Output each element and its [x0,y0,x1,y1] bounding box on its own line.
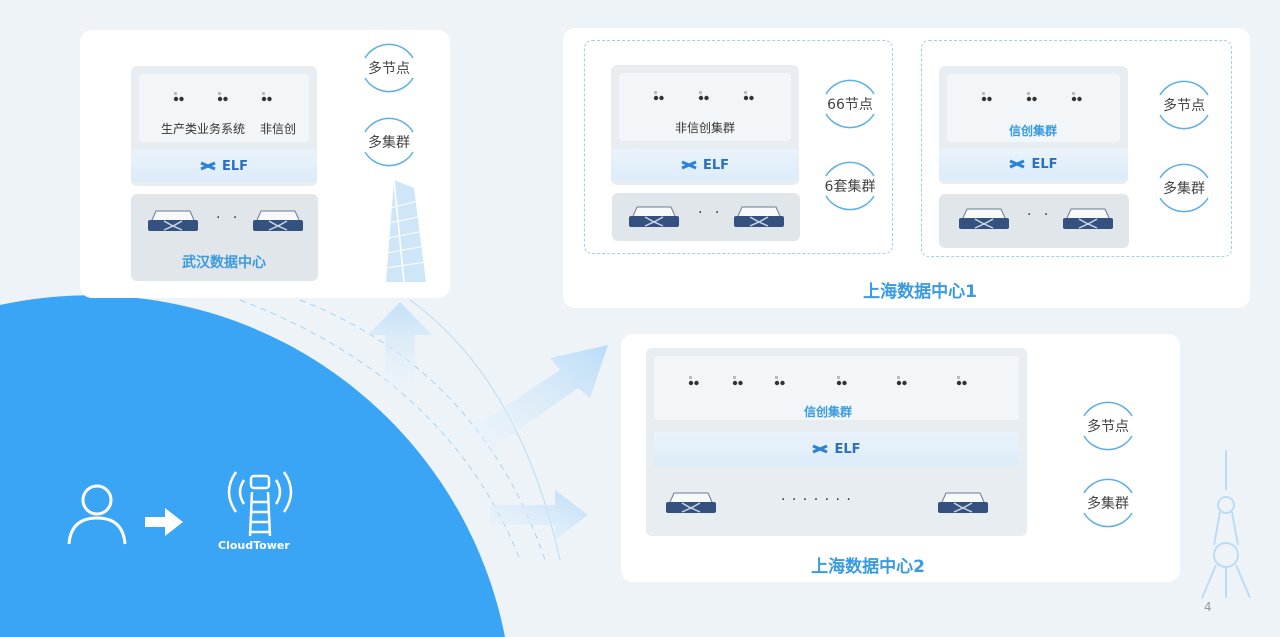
blue-circle [0,295,505,637]
server-icon [251,210,305,232]
cluster-group: 非信创集群 ELF · · 66节点 6套集群 [584,40,893,254]
cluster-box: 信创集群 ELF · · · · · · · [646,348,1027,536]
tv-tower-icon [1201,450,1251,599]
elf-label: ELF [221,158,249,174]
cloudtower-icon [227,471,293,537]
elf-icon [1009,159,1025,169]
arrow-right-icon [145,508,183,536]
app-icon [836,376,848,386]
app-icon [981,92,993,102]
tag-ring: 多集群 [1152,156,1216,220]
server-icon [627,206,681,228]
app-label: 生产类业务系统 [160,122,246,136]
app-icon [261,92,273,102]
server-box: · · 武汉数据中心 [131,194,318,281]
app-box: 非信创集群 ELF [611,65,799,185]
elf-icon [200,161,216,171]
app-icon [732,376,744,386]
elf-band: ELF [654,432,1019,466]
server-box: · · [612,193,800,241]
shanghai-datacenter-2-card: 信创集群 ELF · · · · · · · 上海数据中心2 多节点 多集群 [621,334,1180,582]
app-icon [956,376,968,386]
cluster-label: 信创集群 [1008,124,1058,138]
tag-ring: 多节点 [1152,73,1216,137]
app-icon [688,376,700,386]
tag-ring: 66节点 [818,72,882,136]
tag-ring: 多集群 [357,110,421,174]
server-icon [146,210,200,232]
cluster-group: 信创集群 ELF · · 多节点 多集群 [921,40,1232,257]
cluster-label: 信创集群 [803,405,853,419]
server-icon [936,492,990,514]
datacenter-name: 上海数据中心1 [863,282,977,302]
app-box: 信创集群 ELF [939,66,1128,184]
dots: · · [216,210,242,226]
app-icon [653,91,665,101]
page-number: 4 [1204,600,1212,614]
tag-ring: 6套集群 [818,154,882,218]
elf-label: ELF [1031,156,1058,172]
building-icon [385,179,427,282]
server-icon [1061,208,1115,230]
app-box: 生产类业务系统 非信创 ELF [131,66,317,186]
app-icon [1026,92,1038,102]
elf-icon [681,160,697,170]
dots: · · · · · · · [781,492,852,508]
elf-band: ELF [939,148,1128,180]
elf-label: ELF [702,157,730,173]
datacenter-name: 上海数据中心2 [811,557,925,577]
app-icon [743,91,755,101]
app-icon [173,92,185,102]
server-icon [732,206,786,228]
tag-ring: 多集群 [1076,471,1140,535]
dots: · · [698,205,724,221]
arrow-up [368,302,432,390]
elf-label: ELF [834,441,861,457]
server-icon [664,492,718,514]
app-label: 非信创 [259,122,297,136]
shanghai-datacenter-1-card: 非信创集群 ELF · · 66节点 6套集群 信创集群 ELF · · 多节点… [563,28,1250,308]
app-icon [774,376,786,386]
elf-band: ELF [611,149,799,181]
app-icon [896,376,908,386]
app-icon [698,91,710,101]
app-icon [1071,92,1083,102]
elf-band: ELF [131,150,317,182]
wuhan-datacenter-card: 生产类业务系统 非信创 ELF · · 武汉数据中心 多节点 多集群 [80,30,450,298]
elf-icon [812,444,828,454]
dots: · · [1027,207,1053,223]
arrow-right [490,490,588,540]
cluster-label: 非信创集群 [674,121,736,135]
cloudtower-label: CloudTower [218,539,290,552]
tag-ring: 多节点 [357,36,421,100]
datacenter-name: 武汉数据中心 [182,255,266,271]
server-box: · · [939,194,1129,248]
server-icon [957,208,1011,230]
arrow-diagonal [470,345,608,450]
user-icon [67,484,127,545]
app-icon [217,92,229,102]
tag-ring: 多节点 [1076,394,1140,458]
